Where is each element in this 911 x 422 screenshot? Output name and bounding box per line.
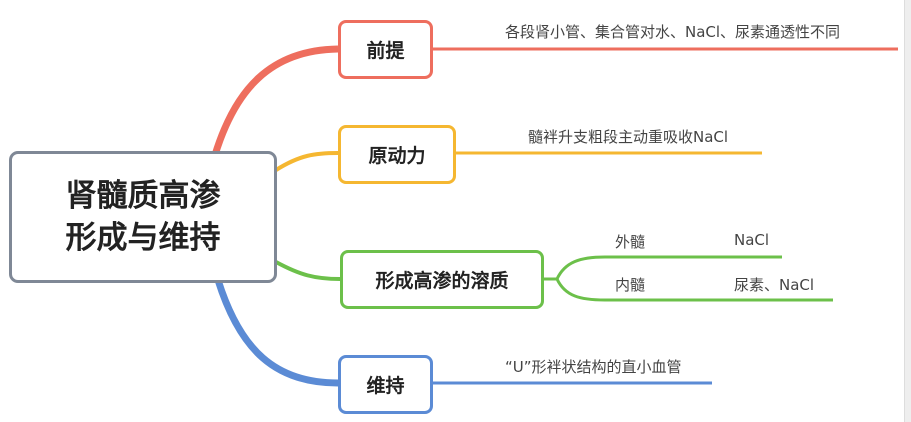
premise-text: 各段肾小管、集合管对水、NaCl、尿素通透性不同 (505, 23, 841, 41)
connector-green (275, 260, 341, 281)
root-title-line1: 肾髓质高渗 (65, 178, 221, 214)
vertical-scrollbar[interactable] (904, 0, 911, 422)
root-title-line2: 形成与维持 (65, 220, 221, 256)
inner-medulla-label: 内髓 (615, 276, 646, 294)
inner-medulla-solute: 尿素、NaCl (734, 276, 815, 294)
fork-green-upper (555, 255, 782, 280)
connector-orange (274, 151, 339, 172)
connector-blue (214, 278, 339, 387)
maintenance-text: “U”形袢状结构的直小血管 (505, 358, 682, 376)
topic-label: 前提 (366, 40, 405, 62)
topic-solutes[interactable]: 形成高渗的溶质 (340, 250, 544, 309)
outer-medulla-label: 外髓 (615, 233, 646, 251)
topic-maintenance[interactable]: 维持 (338, 355, 433, 414)
fork-green-lower (555, 278, 833, 302)
topic-label: 原动力 (368, 145, 426, 167)
connector-red (211, 45, 339, 157)
topic-label: 维持 (366, 375, 405, 397)
outer-medulla-solute: NaCl (734, 231, 770, 249)
driving-force-text: 髓袢升支粗段主动重吸收NaCl (528, 128, 729, 146)
topic-driving-force[interactable]: 原动力 (338, 125, 456, 184)
topic-label: 形成高渗的溶质 (375, 270, 509, 292)
root-topic[interactable]: 肾髓质高渗 形成与维持 (9, 151, 277, 283)
topic-premise[interactable]: 前提 (338, 20, 433, 79)
